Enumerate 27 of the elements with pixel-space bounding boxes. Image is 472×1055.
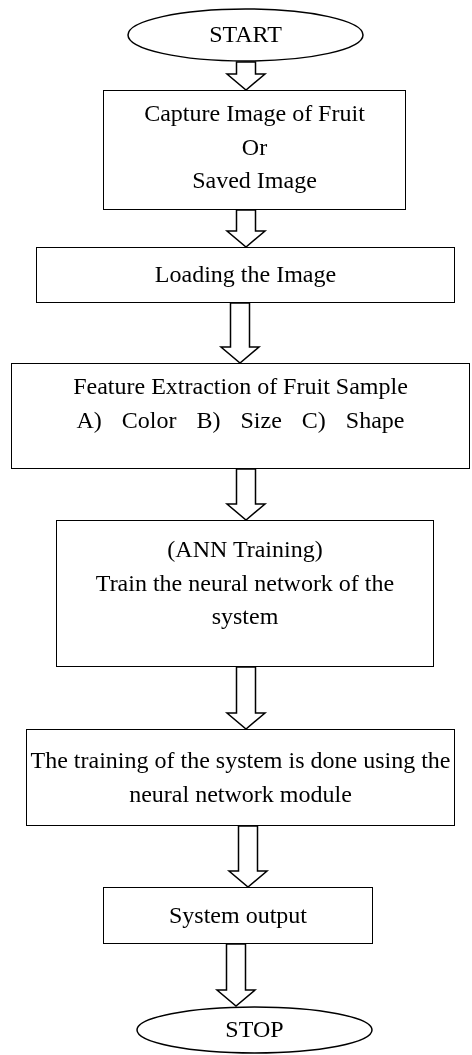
block-arrow	[226, 825, 270, 888]
terminal-ellipse	[127, 8, 364, 62]
block-arrow	[214, 943, 258, 1007]
process-box	[103, 887, 373, 944]
node-text: A) Color B) Size C) Shape	[76, 405, 405, 435]
block-arrow	[224, 468, 268, 521]
process-box	[26, 729, 455, 826]
node-text: START	[209, 20, 282, 50]
process-box	[103, 90, 406, 210]
node-text: Feature Extraction of Fruit Sample	[73, 372, 408, 401]
node-text: Capture Image of Fruit	[144, 99, 365, 128]
process-box	[56, 520, 434, 667]
node-text: Or	[241, 132, 268, 162]
node-text: Saved Image	[192, 166, 317, 196]
node-text: STOP	[225, 1015, 284, 1045]
node-text: Train the neural network of the system	[94, 568, 396, 632]
block-arrow	[224, 666, 268, 730]
node-text: Loading the Image	[154, 260, 337, 290]
node-text: (ANN Training)	[167, 535, 323, 564]
process-box	[36, 247, 455, 303]
block-arrow	[218, 302, 262, 364]
node-text: The training of the system is done using the neural network module	[29, 745, 452, 809]
node-text: System output	[169, 900, 307, 930]
block-arrow	[224, 61, 268, 91]
process-box	[11, 363, 470, 469]
block-arrow	[224, 209, 268, 248]
terminal-ellipse	[136, 1006, 373, 1054]
